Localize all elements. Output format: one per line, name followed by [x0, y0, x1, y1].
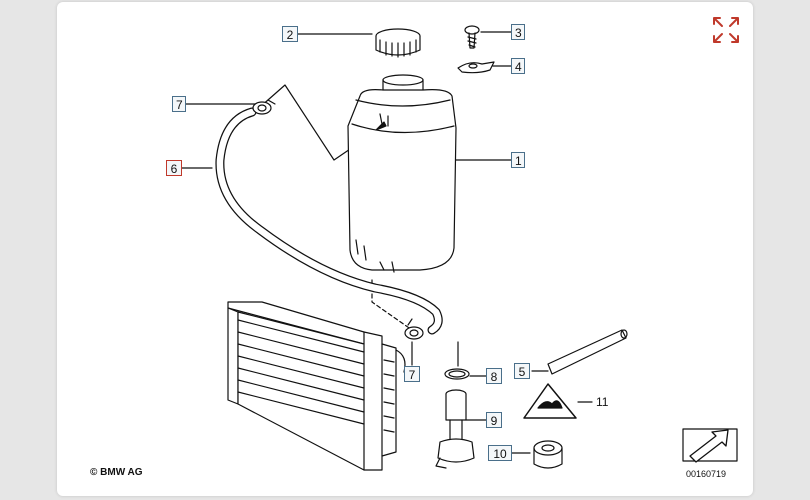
vent-tube: [547, 329, 628, 375]
coolant-level-sensor: [435, 389, 475, 469]
callout-1[interactable]: 1: [511, 152, 525, 168]
copyright: © BMW AG: [90, 467, 143, 478]
warning-label: [523, 383, 577, 419]
expansion-tank: [347, 74, 457, 273]
callout-2[interactable]: 2: [282, 26, 298, 42]
o-ring-inner: [448, 370, 466, 378]
coolant-hose: [215, 107, 443, 335]
callout-11[interactable]: 11: [596, 395, 609, 409]
drawing-code: 00160719: [686, 469, 727, 479]
callout-4[interactable]: 4: [511, 58, 525, 74]
screw: [464, 25, 480, 49]
callout-8[interactable]: 8: [486, 368, 502, 384]
hose-clamp-bottom: [404, 318, 424, 340]
expand-icon: [713, 17, 739, 43]
expand-button[interactable]: [712, 16, 740, 44]
callout-7-bottom[interactable]: 7: [404, 366, 420, 382]
next-diagram-button[interactable]: [683, 429, 737, 461]
bracket-nut: [457, 61, 495, 74]
callout-9[interactable]: 9: [486, 412, 502, 428]
callout-10[interactable]: 10: [488, 445, 512, 461]
reservoir-cap: [375, 28, 421, 58]
radiator: [227, 301, 406, 471]
callout-7-top[interactable]: 7: [172, 96, 186, 112]
callout-6[interactable]: 6: [166, 160, 182, 176]
callout-5[interactable]: 5: [514, 363, 530, 379]
cap-nut: [533, 440, 563, 469]
next-arrow-icon: [682, 428, 738, 463]
hose-clamp-top: [252, 99, 276, 115]
callout-3[interactable]: 3: [511, 24, 525, 40]
